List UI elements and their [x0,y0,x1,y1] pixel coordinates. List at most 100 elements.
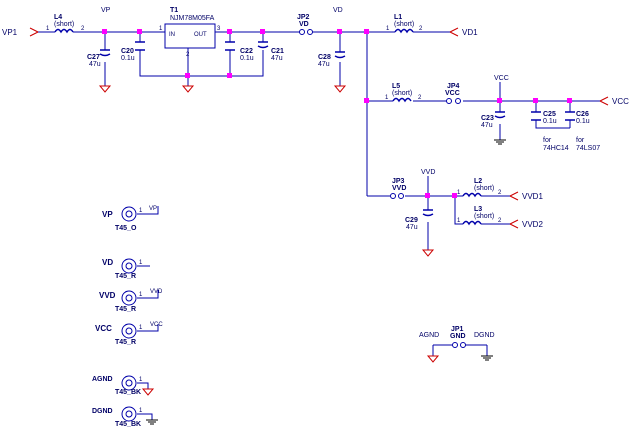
jumper-jp4-net: VCC [445,90,460,97]
terminal-connectors [121,206,137,422]
jumper-jp2-icon [299,29,305,35]
capacitor-c22-ref: C22 [240,48,253,55]
svg-text:2: 2 [419,26,423,32]
capacitor-c20-ref: C20 [121,48,134,55]
capacitor-c27-value: 47u [89,61,101,68]
regulator-ref: T1 [170,7,178,14]
inductor-l4-value: (short) [54,21,74,28]
port-vcc-label: VCC [612,97,629,106]
svg-text:1: 1 [139,325,143,331]
port-vd1-label: VD1 [462,28,478,37]
jumper-jp4-ref: JP4 [447,83,460,90]
inductor-l5-icon [392,97,412,103]
terminal-dgnd-ref: T45_BK [115,421,141,428]
net-vvd-label: VVD [421,169,435,176]
regulator-part: NJM78M05FA [170,15,215,22]
port-arrows [29,27,609,229]
capacitor-c29-ref: C29 [405,217,418,224]
inductor-l2-icon [462,192,482,198]
capacitor-c20-value: 0.1u [121,55,135,62]
terminal-vd-icon [121,258,137,274]
jumpers [299,29,466,348]
terminal-vp-ref: T45_O [115,225,137,232]
terminal-dgnd-net: DGND [92,408,113,415]
inductor-l2-ref: L2 [474,178,482,185]
inductor-l1-value: (short) [394,21,414,28]
terminal-vd-ref: T45_R [115,273,136,280]
svg-text:1: 1 [139,292,143,298]
jumper-jp1-ref: JP1 [451,326,464,333]
ground-icon [98,85,112,93]
wires [38,31,600,420]
inductor-l4-icon [54,28,74,34]
capacitor-plates [99,41,575,217]
terminal-agnd-net: AGND [92,376,113,383]
vp1-port-icon [29,27,39,37]
capacitor-c28-value: 47u [318,61,330,68]
terminal-agnd-icon [121,375,137,391]
inductor-l1-icon [394,28,414,34]
inductor-l3-value: (short) [474,213,494,220]
net-vp-label: VP [101,7,111,14]
capacitor-c23-icon [494,111,506,119]
capacitor-c28-ref: C28 [318,54,331,61]
capacitor-c25-note2: 74HC14 [543,145,569,152]
jumper-jp3-ref: JP3 [392,178,405,185]
inductor-l1-ref: L1 [394,14,402,21]
ground-icon [494,139,506,145]
svg-text:1: 1 [457,190,461,196]
svg-text:1: 1 [139,260,143,266]
capacitor-c21-icon [257,41,269,49]
terminal-vvd-label: VVD [150,289,163,295]
capacitor-c23-value: 47u [481,122,493,129]
terminal-vvd-icon [121,290,137,306]
capacitor-c27-ref: C27 [87,54,100,61]
digital-ground-symbols [146,139,506,425]
svg-text:2: 2 [81,26,85,32]
jumper-jp2-net: VD [299,21,309,28]
terminal-dgnd-icon [121,406,137,422]
terminal-vvd-net: VVD [99,291,116,300]
inductor-l3-icon [462,220,482,226]
jumper-jp3-icon [390,193,396,199]
capacitor-c25-note: for [543,137,552,144]
capacitor-c26-value: 0.1u [576,118,590,125]
terminal-vp-net: VP [102,210,113,219]
capacitor-c22-icon [225,41,235,51]
net-vcc-label: VCC [494,75,509,82]
inductor-l4-ref: L4 [54,14,62,21]
ground-symbols [98,85,440,396]
ground-icon [481,355,493,361]
vd1-port-icon [449,27,459,37]
jumper-jp1-net: GND [450,333,466,340]
ground-icon [426,355,440,363]
capacitor-c21-ref: C21 [271,48,284,55]
pin-numbers: 1 2 1 3 2 1 2 1 2 1 2 1 2 1 1 1 1 1 1 [46,26,502,414]
terminal-vp-icon [121,206,137,222]
terminal-vvd-ref: T45_R [115,306,136,313]
regulator-body [164,23,216,49]
vcc-port-icon [599,96,609,106]
terminal-agnd-ref: T45_BK [115,389,141,396]
jumper-jp1-icon [452,342,458,348]
vvd1-port-icon [509,191,519,201]
capacitor-c26-ref: C26 [576,111,589,118]
capacitor-c29-icon [422,209,434,217]
capacitor-c27-icon [99,49,111,57]
inductor-l5-ref: L5 [392,83,400,90]
inductor-l5-value: (short) [392,90,412,97]
capacitor-c25-ref: C25 [543,111,556,118]
net-dgnd-label: DGND [474,332,495,339]
svg-text:1: 1 [386,26,390,32]
port-vvd2-label: VVD2 [522,220,543,229]
regulator-out-label: OUT [194,32,207,38]
terminal-vcc-label: VCC [150,322,163,328]
capacitor-c26-note: for [576,137,585,144]
ground-icon [146,419,158,425]
terminal-vcc-net: VCC [95,324,112,333]
jumper-jp2-ref: JP2 [297,14,310,21]
svg-text:1: 1 [385,95,389,101]
jumper-jp3-net: VVD [392,185,406,192]
net-vd-label: VD [333,7,343,14]
capacitor-c20-icon [135,41,145,51]
